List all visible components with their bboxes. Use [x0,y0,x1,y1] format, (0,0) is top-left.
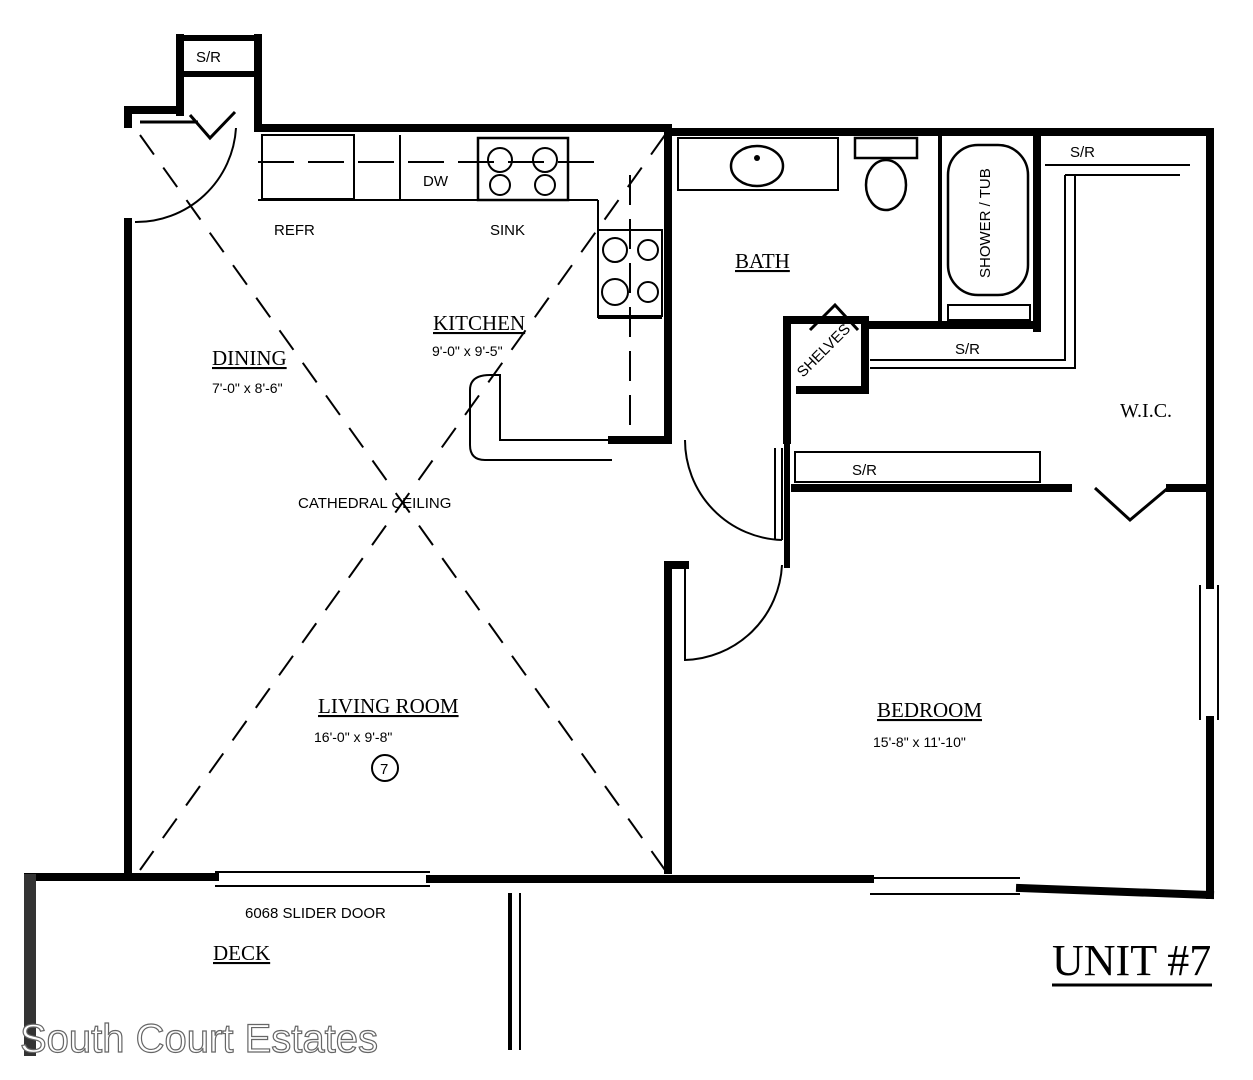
doors [134,110,1169,662]
unit-title: UNIT #7 [1052,936,1211,985]
cathedral-ceiling-label: CATHEDRAL CEILING [298,495,451,512]
storage-details [258,134,1190,540]
living-room-label: LIVING ROOM [318,694,459,718]
shower-label: SHOWER / TUB [977,168,994,278]
watermark-text: South Court Estates [20,1017,378,1061]
kitchen-label: KITCHEN [433,311,525,335]
bath-label: BATH [735,249,790,273]
dw-label: DW [423,173,449,190]
refr-label: REFR [274,222,315,239]
cathedral-ceiling-lines [139,134,666,871]
slider-door-label: 6068 SLIDER DOOR [245,905,386,922]
shelves-label: SHELVES [794,321,854,381]
sink-label: SINK [490,222,525,239]
bedroom-dimensions: 15'-8" x 11'-10" [873,734,966,750]
sr-bed-label: S/R [852,462,877,479]
kitchen-dimensions: 9'-0" x 9'-5" [432,343,503,359]
unit-number-marker: 7 [380,761,388,778]
sr-mid-label: S/R [955,341,980,358]
dining-dimensions: 7'-0" x 8'-6" [212,380,283,396]
walls [24,34,1219,1056]
wic-label: W.I.C. [1120,400,1172,422]
living-room-dimensions: 16'-0" x 9'-8" [314,729,392,745]
labels: S/R S/R S/R S/R REFR DW SINK KITCHEN 9'-… [19,49,1212,1062]
dining-label: DINING [212,346,287,370]
deck-label: DECK [213,941,270,965]
bedroom-label: BEDROOM [877,698,982,722]
sr-top-label: S/R [196,49,221,66]
bath-fixtures [677,136,1031,332]
sr-bath-label: S/R [1070,144,1095,161]
